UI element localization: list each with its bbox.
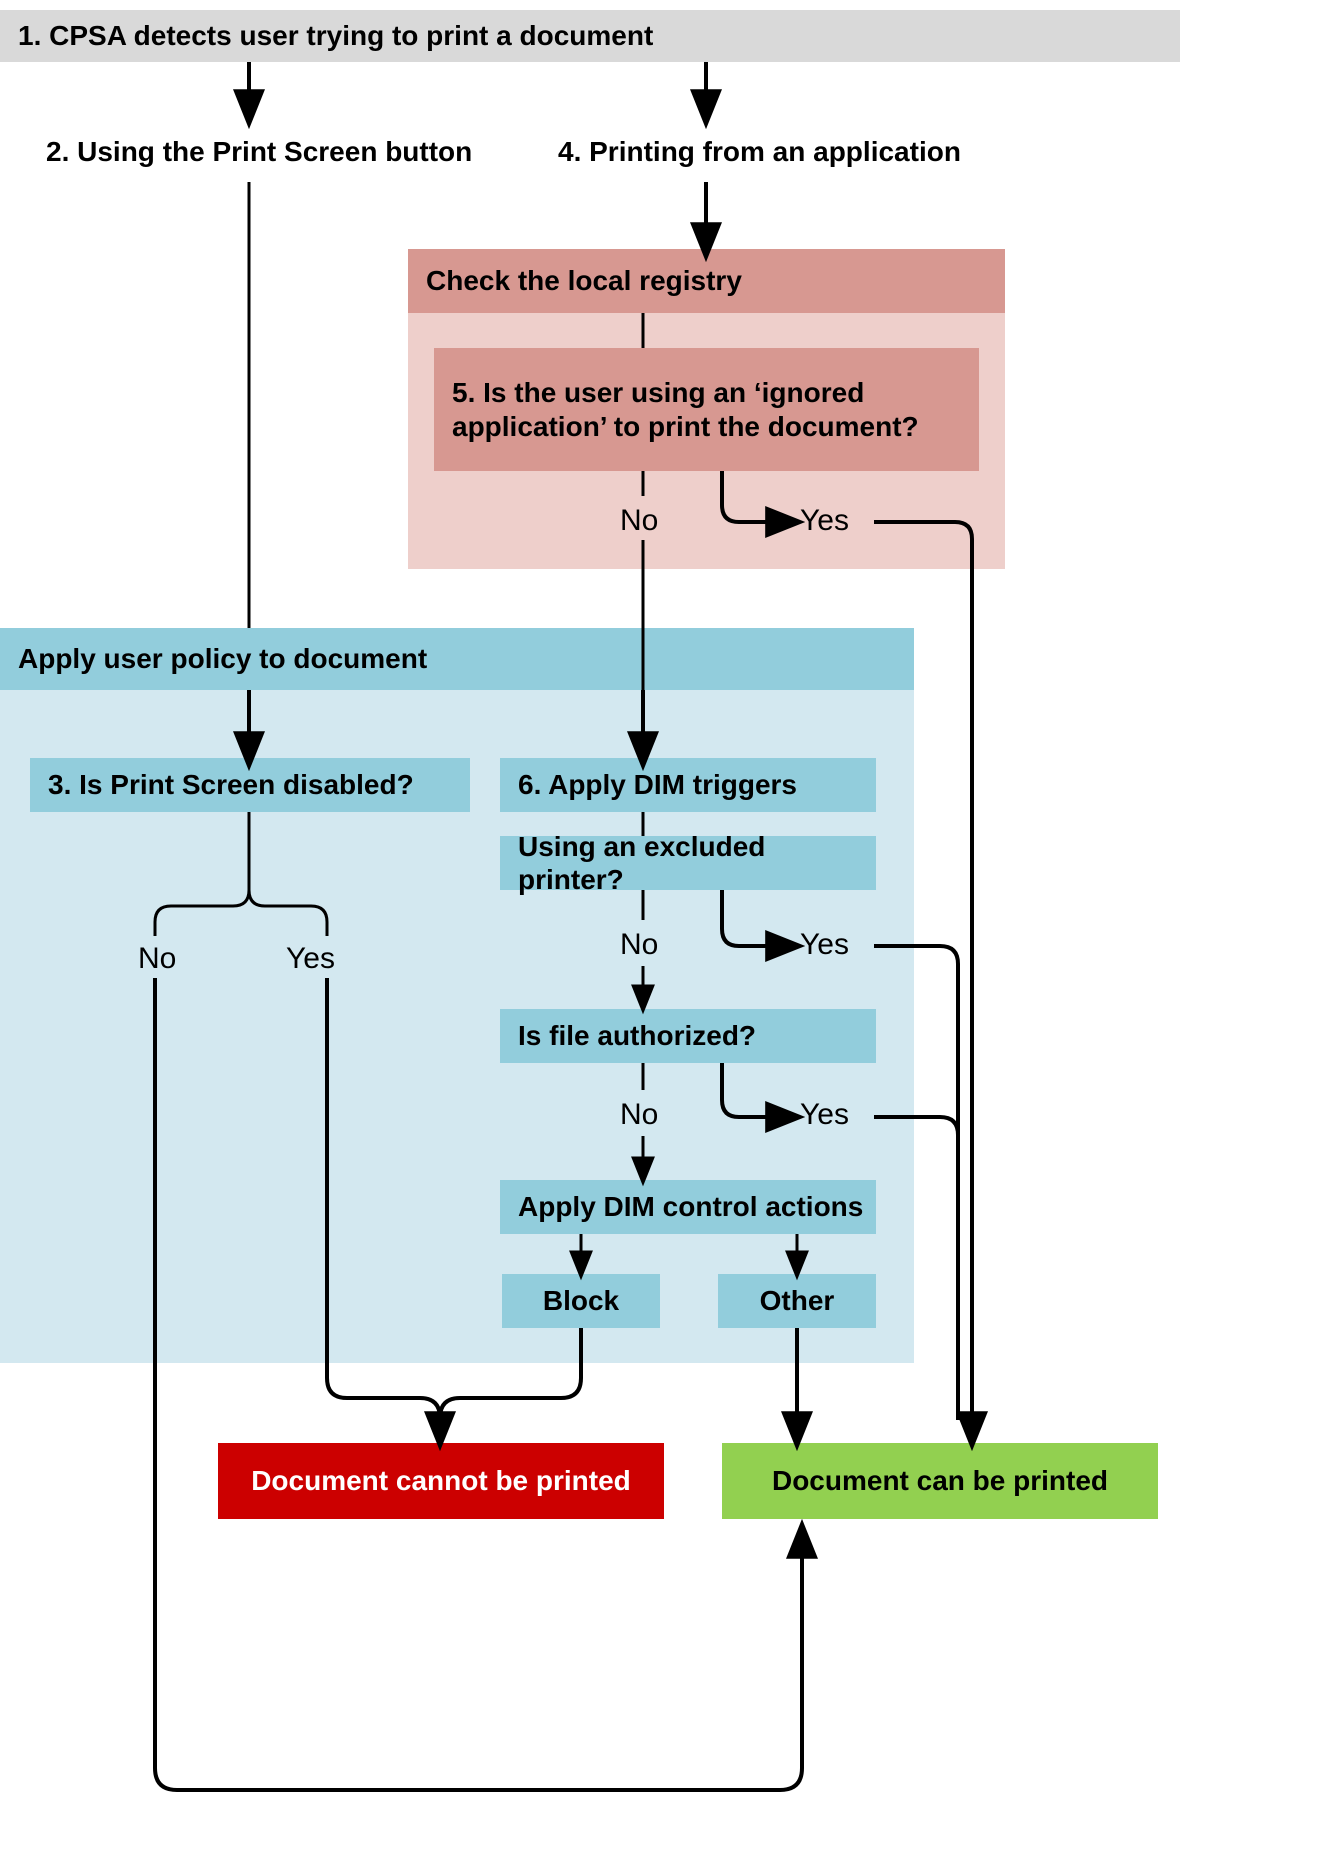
node-step2-print-screen-title: 2. Using the Print Screen button <box>46 136 472 168</box>
node-step1-cpsa-detects: 1. CPSA detects user trying to print a d… <box>0 10 1180 62</box>
edge-label-excluded-printer-no: No <box>620 928 659 961</box>
node-apply-user-policy-label: Apply user policy to document <box>18 643 428 675</box>
node-result-can-be-printed: Document can be printed <box>722 1443 1158 1519</box>
node-result-can-be-printed-label: Document can be printed <box>771 1465 1109 1497</box>
node-file-authorized-label: Is file authorized? <box>518 1020 757 1052</box>
node-step3-label: 3. Is Print Screen disabled? <box>48 769 414 801</box>
node-step1-label: 1. CPSA detects user trying to print a d… <box>18 20 654 52</box>
node-step5-label: 5. Is the user using an ‘ignored applica… <box>452 377 919 442</box>
node-step6-label: 6. Apply DIM triggers <box>518 769 798 801</box>
edge-label-step5-no: No <box>620 504 659 537</box>
node-result-cannot-be-printed-label: Document cannot be printed <box>251 1465 631 1497</box>
node-step5-ignored-application: 5. Is the user using an ‘ignored applica… <box>434 348 979 471</box>
edge-label-excluded-printer-yes: Yes <box>800 928 849 961</box>
node-step6-apply-dim-triggers: 6. Apply DIM triggers <box>500 758 876 812</box>
node-step3-print-screen-disabled: 3. Is Print Screen disabled? <box>30 758 470 812</box>
edge-label-file-authorized-yes: Yes <box>800 1098 849 1131</box>
node-step4-printing-app-title: 4. Printing from an application <box>558 136 961 168</box>
node-action-other: Other <box>718 1274 876 1328</box>
group-apply-user-policy <box>0 628 914 1363</box>
node-file-authorized-question: Is file authorized? <box>500 1009 876 1063</box>
node-check-local-registry-header: Check the local registry <box>408 249 1005 313</box>
node-apply-user-policy-header: Apply user policy to document <box>0 628 914 690</box>
edge-label-step3-no: No <box>138 942 177 975</box>
edge-label-file-authorized-no: No <box>620 1098 659 1131</box>
node-apply-dim-control-actions: Apply DIM control actions <box>500 1180 876 1234</box>
node-apply-dim-control-actions-label: Apply DIM control actions <box>518 1191 864 1223</box>
node-check-local-registry-label: Check the local registry <box>426 265 742 297</box>
node-result-cannot-be-printed: Document cannot be printed <box>218 1443 664 1519</box>
node-step2-label: 2. Using the Print Screen button <box>46 136 473 167</box>
node-action-block-label: Block <box>542 1285 620 1317</box>
node-excluded-printer-question: Using an excluded printer? <box>500 831 876 895</box>
node-action-other-label: Other <box>759 1285 835 1317</box>
edge-label-step3-yes: Yes <box>286 942 335 975</box>
node-step4-label: 4. Printing from an application <box>558 136 961 167</box>
node-excluded-printer-label: Using an excluded printer? <box>518 830 766 895</box>
edge-label-step5-yes: Yes <box>800 504 849 537</box>
node-action-block: Block <box>502 1274 660 1328</box>
